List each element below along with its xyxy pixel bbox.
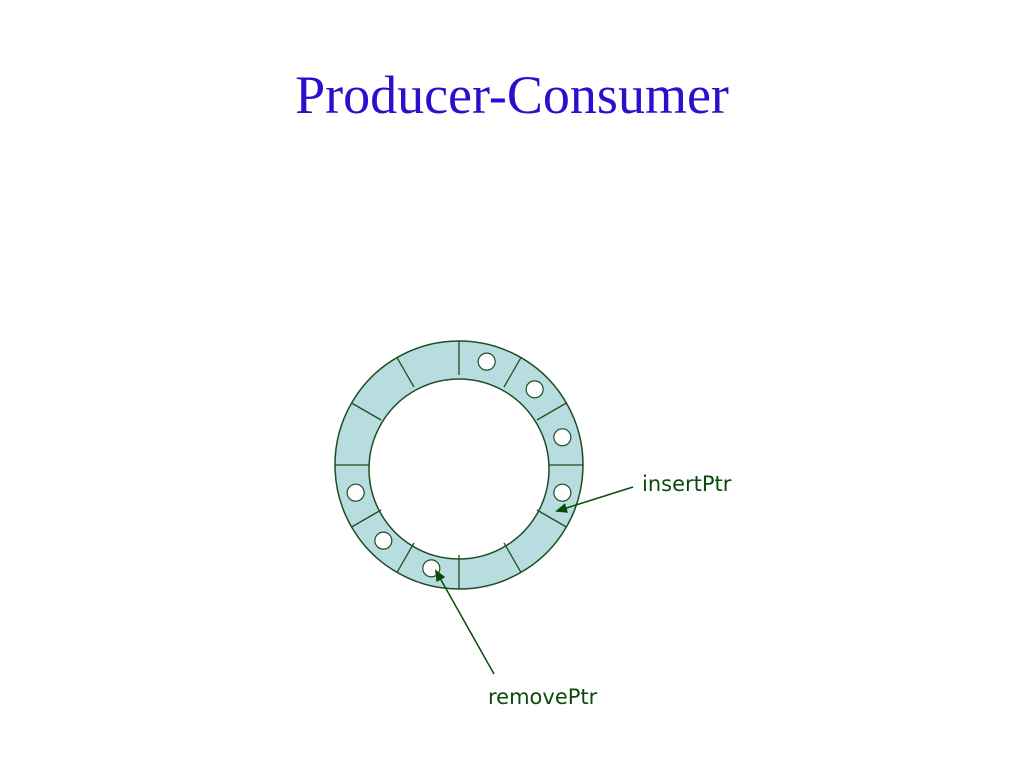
buffer-item xyxy=(346,483,365,502)
buffer-item xyxy=(525,380,544,399)
insert-pointer-label: insertPtr xyxy=(642,472,732,496)
slot-divider xyxy=(536,402,567,421)
slot-divider xyxy=(503,542,522,573)
slot-divider xyxy=(351,402,382,421)
buffer-item xyxy=(553,483,572,502)
slot-divider xyxy=(536,509,567,528)
insert-pointer: insertPtr xyxy=(555,472,732,513)
buffer-items xyxy=(346,352,572,578)
buffer-item xyxy=(553,428,572,447)
ring-band xyxy=(334,340,584,590)
slot-divider xyxy=(396,542,415,573)
buffer-item xyxy=(374,531,393,550)
slot-divider xyxy=(503,357,522,388)
slide-title: Producer-Consumer xyxy=(295,65,729,125)
insert-pointer-arrow xyxy=(555,486,634,513)
slot-divider xyxy=(396,357,415,388)
buffer-item xyxy=(477,352,496,371)
slot-dividers xyxy=(335,341,583,589)
remove-pointer-label: removePtr xyxy=(488,685,598,709)
buffer-ring xyxy=(334,340,584,590)
remove-pointer-arrow xyxy=(435,569,495,675)
slot-divider xyxy=(351,509,382,528)
remove-pointer: removePtr xyxy=(435,569,598,709)
